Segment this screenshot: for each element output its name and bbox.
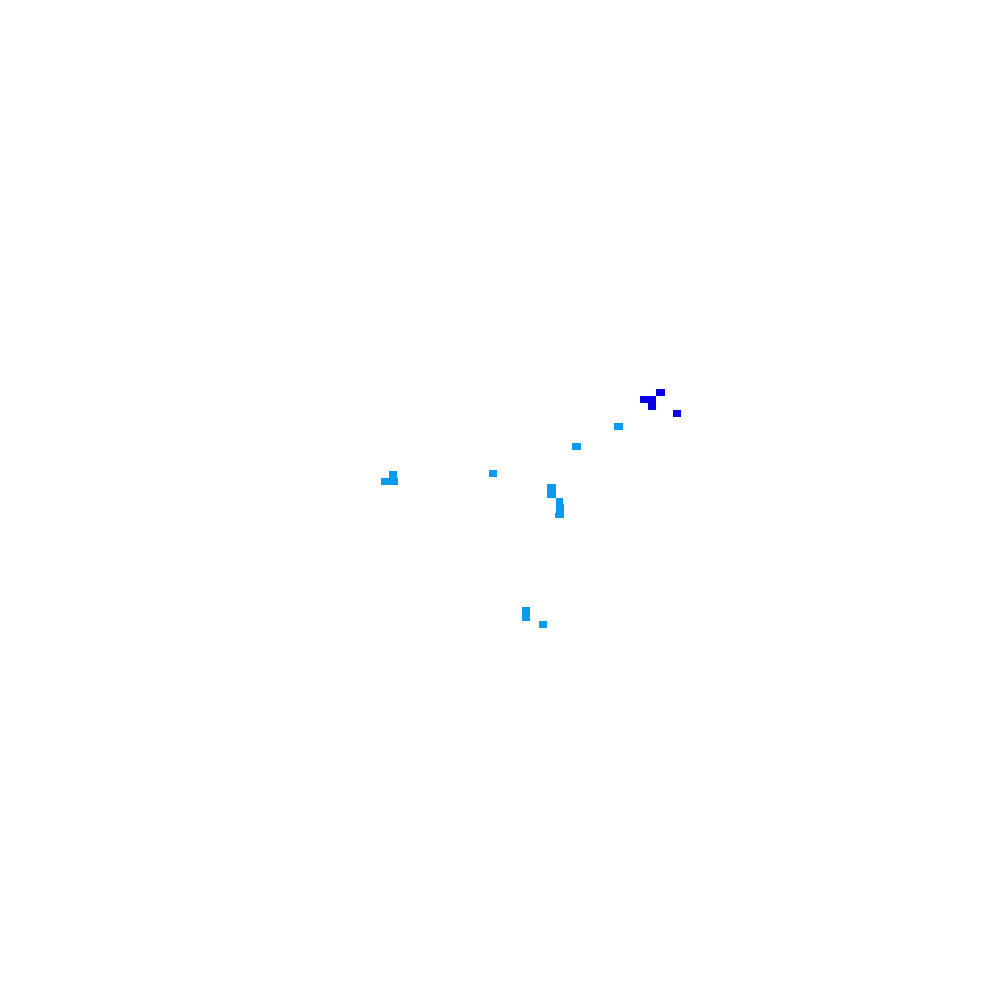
feature-light-northeast-1 <box>614 423 623 430</box>
feature-light-center-hook-cell-3 <box>555 513 564 518</box>
feature-light-center-small <box>489 470 497 477</box>
feature-cluster-dark-top-cell-0 <box>656 389 665 396</box>
feature-dark-small-east-cell-0 <box>673 410 681 417</box>
feature-light-center-small-cell-0 <box>489 470 497 477</box>
feature-light-west-cluster <box>381 471 398 485</box>
feature-light-center-hook-cell-0 <box>547 484 556 498</box>
feature-light-south-dot <box>539 621 547 628</box>
feature-light-south-bar <box>522 607 530 621</box>
feature-light-west-cluster-cell-1 <box>381 478 398 485</box>
feature-dark-small-east <box>673 410 681 417</box>
feature-light-northeast-1-cell-0 <box>614 423 623 430</box>
feature-light-northeast-2-cell-0 <box>572 443 581 450</box>
feature-light-center-hook <box>547 484 564 518</box>
feature-light-south-bar-cell-0 <box>522 607 530 621</box>
feature-light-south-dot-cell-0 <box>539 621 547 628</box>
feature-light-northeast-2 <box>572 443 581 450</box>
feature-light-west-cluster-cell-0 <box>389 471 397 478</box>
feature-light-center-hook-cell-2 <box>556 504 564 513</box>
feature-cluster-dark-top-cell-1 <box>640 396 656 403</box>
feature-cluster-dark-top <box>640 389 665 410</box>
feature-light-center-hook-cell-1 <box>556 498 563 504</box>
feature-cluster-dark-top-cell-2 <box>648 403 656 410</box>
